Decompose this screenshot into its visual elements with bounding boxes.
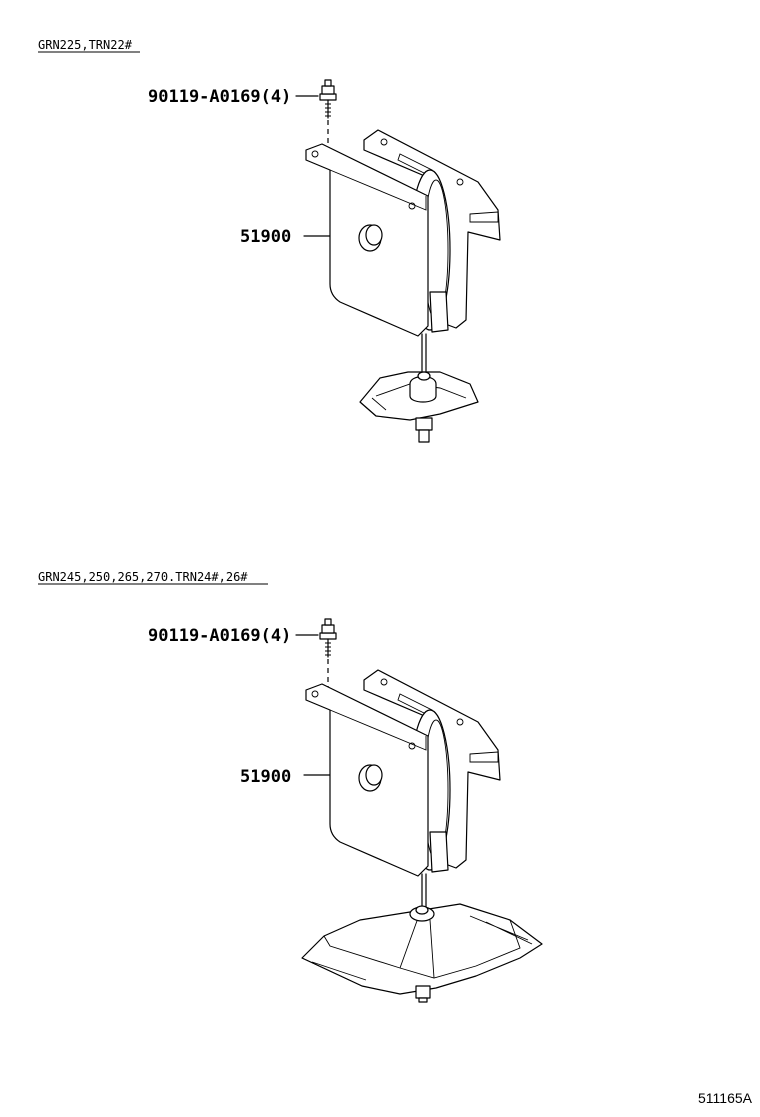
figure-number: 511165A bbox=[698, 1090, 753, 1106]
section-2-applicability: GRN245,250,265,270.TRN24#,26# bbox=[38, 570, 248, 584]
section-2-bolt-label[interactable]: 90119-A0169(4) bbox=[148, 626, 291, 646]
section-1-applicability: GRN225,TRN22# bbox=[38, 38, 133, 52]
section-2-bolt bbox=[319, 618, 337, 688]
section-2: GRN245,250,265,270.TRN24#,26# 90119-A016… bbox=[38, 570, 543, 1003]
section-2-carrier-label[interactable]: 51900 bbox=[240, 767, 291, 787]
section-1-carrier-label[interactable]: 51900 bbox=[240, 227, 291, 247]
section-1: GRN225,TRN22# 90119-A0169(4) 51900 bbox=[38, 38, 501, 443]
section-1-spare-tire-carrier bbox=[305, 129, 501, 443]
section-1-bolt bbox=[319, 79, 337, 150]
section-1-bolt-label[interactable]: 90119-A0169(4) bbox=[148, 87, 291, 107]
section-2-spare-tire-carrier bbox=[301, 669, 543, 1003]
